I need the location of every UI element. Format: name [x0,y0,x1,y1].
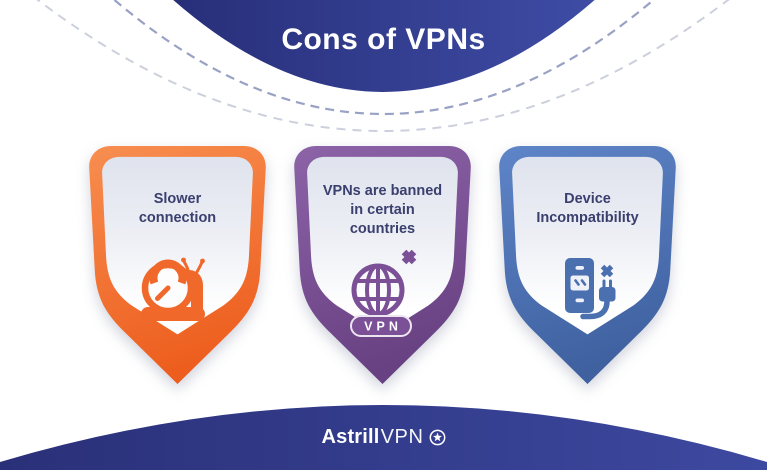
card-label: Slower connection [138,191,217,227]
cross-mark-icon [600,264,613,278]
cross-mark-icon [401,249,416,265]
vpn-badge [349,315,412,337]
page-title: Cons of VPNs [281,23,486,56]
globe-banned-icon: VPN [349,249,416,337]
inner-dashed-arc [113,0,655,115]
brand-name-bold: Astrill [321,426,380,448]
circled-star-icon [429,429,445,445]
snail-speedometer-icon [140,257,205,321]
card-label: Device Incompatibility [536,191,639,227]
plug-icon [579,279,612,320]
footer-arc [0,405,767,470]
brand-name-regular: VPN [380,426,424,448]
device-plug-blocked-icon [564,258,615,320]
card-vpns-banned: VPNs are banned in certain countries VPN [293,146,472,384]
vpn-badge-label: VPN [364,320,402,334]
card-label: VPNs are banned in certain countries [322,183,443,238]
header-arc [173,0,595,92]
card-slower-connection: Slower connection [88,146,267,384]
card-device-incompatibility: Device Incompatibility [498,146,677,384]
